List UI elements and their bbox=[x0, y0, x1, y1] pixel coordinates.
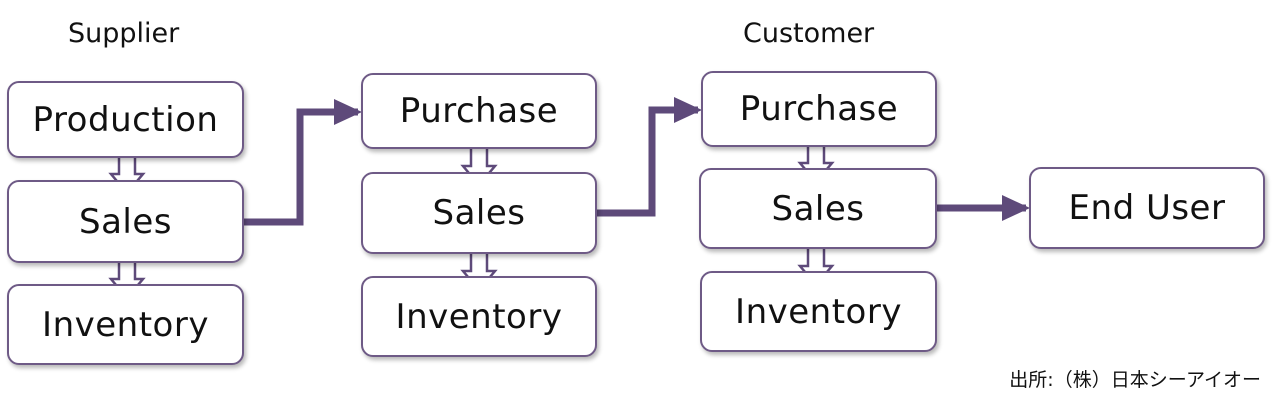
intermediary-inventory-label: Inventory bbox=[395, 296, 563, 337]
intermediary-purchase-box: Purchase bbox=[361, 73, 597, 149]
supplier-sales-box: Sales bbox=[7, 180, 244, 263]
intermediary-purchase-label: Purchase bbox=[399, 91, 559, 131]
end-user-box: End User bbox=[1029, 167, 1265, 249]
customer-heading: Customer bbox=[743, 18, 875, 49]
customer-inventory-label: Inventory bbox=[735, 291, 902, 332]
supplier-sales-label: Sales bbox=[79, 201, 172, 242]
end-user-label: End User bbox=[1068, 188, 1226, 228]
customer-sales-label: Sales bbox=[771, 188, 865, 229]
customer-sales-box: Sales bbox=[699, 168, 937, 249]
flow-arrow-supplier-to-intermediary bbox=[244, 99, 362, 226]
supplier-production-box: Production bbox=[7, 81, 244, 158]
intermediary-inventory-box: Inventory bbox=[361, 276, 597, 357]
supplier-inventory-label: Inventory bbox=[42, 304, 209, 345]
customer-inventory-box: Inventory bbox=[700, 271, 937, 352]
intermediary-sales-box: Sales bbox=[361, 172, 597, 254]
source-note: 出所:（株）日本シーアイオー bbox=[1009, 369, 1261, 391]
customer-purchase-box: Purchase bbox=[701, 71, 937, 147]
supplier-inventory-box: Inventory bbox=[7, 284, 244, 365]
customer-purchase-label: Purchase bbox=[739, 89, 899, 129]
supplier-heading: Supplier bbox=[68, 18, 180, 49]
intermediary-sales-label: Sales bbox=[432, 193, 526, 233]
flow-arrow-intermediary-to-customer bbox=[597, 97, 702, 217]
supplier-production-label: Production bbox=[32, 99, 219, 140]
